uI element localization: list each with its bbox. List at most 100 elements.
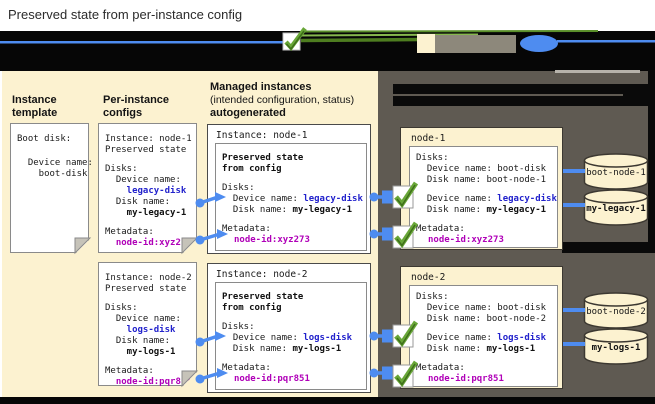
disk-name-value: my-legacy-1 bbox=[292, 205, 353, 215]
config-line: Instance: node-2 bbox=[105, 273, 192, 283]
column-header-managed-instances: Managed instances (intended configuratio… bbox=[210, 81, 378, 120]
managed-line: Disks: bbox=[222, 183, 255, 193]
header-line: configs bbox=[103, 107, 143, 119]
config-line: Metadata: bbox=[105, 366, 154, 376]
spacer bbox=[416, 186, 557, 194]
disk-name-value: my-legacy-1 bbox=[105, 208, 187, 218]
device-name-value: boot-disk bbox=[497, 303, 547, 313]
disk-name-value: my-logs-1 bbox=[105, 347, 176, 357]
managed-instance-node-1: Instance: node-1 Preserved state from co… bbox=[207, 124, 371, 254]
disk-cylinder-label: boot-node-2 bbox=[586, 307, 646, 317]
disk-cylinder-label: my-legacy-1 bbox=[586, 204, 646, 214]
config-line: Instance: node-1 bbox=[105, 134, 192, 144]
preserved-state-box: Preserved state from config Disks: Devic… bbox=[215, 282, 367, 390]
per-instance-config-node-1: Instance: node-1 Preserved state Disks: … bbox=[98, 123, 197, 253]
per-instance-config-node-2: Instance: node-2 Preserved state Disks: … bbox=[98, 262, 197, 387]
right-edge-redacted-column bbox=[648, 70, 655, 252]
spacer bbox=[416, 355, 557, 363]
device-name-value: legacy-disk bbox=[303, 194, 363, 204]
vm-panel-top-edge-line bbox=[555, 70, 640, 73]
config-line: Device name: bbox=[105, 175, 181, 185]
vm-line: Disks: bbox=[416, 153, 449, 163]
managed-line: Device name: logs-disk bbox=[222, 333, 353, 343]
managed-line: Disks: bbox=[222, 322, 255, 332]
template-line: Boot disk: bbox=[17, 134, 72, 144]
header-line: Instance bbox=[12, 94, 57, 106]
metadata-value: node-id:xyz273 bbox=[234, 235, 310, 245]
spacer bbox=[416, 325, 557, 333]
vm-panel-header-redacted-line1 bbox=[393, 84, 645, 94]
spacer bbox=[222, 175, 366, 183]
preserved-state-line: Preserved state bbox=[222, 153, 304, 163]
vm-line: Disk name: boot-node-2 bbox=[416, 314, 547, 324]
instance-template-box: Boot disk: Device name: boot-disk bbox=[10, 123, 93, 253]
header-line: autogenerated bbox=[210, 107, 286, 119]
vm-instance-title: node-1 bbox=[411, 133, 446, 144]
metadata-value: node-id:pqr851 bbox=[234, 374, 310, 384]
vm-line: Device name: logs-disk bbox=[416, 333, 547, 343]
template-line: Device name: bbox=[17, 158, 93, 168]
managed-instance-node-2: Instance: node-2 Preserved state from co… bbox=[207, 263, 371, 393]
bottom-bar bbox=[0, 397, 655, 404]
spacer bbox=[105, 358, 196, 366]
vm-config-box: Disks: Device name: boot-disk Disk name:… bbox=[409, 146, 558, 248]
managed-line: Metadata: bbox=[222, 224, 271, 234]
vm-line: Device name: legacy-disk bbox=[416, 194, 557, 204]
vm-panel-redacted-band bbox=[562, 242, 655, 253]
vm-line: Disk name: my-legacy-1 bbox=[416, 205, 547, 215]
disk-name-value: boot-node-1 bbox=[486, 175, 547, 185]
disk-name-value: boot-node-2 bbox=[486, 314, 547, 324]
diagram-title: Preserved state from per-instance config bbox=[8, 7, 243, 22]
config-line: Disk name: bbox=[105, 197, 171, 207]
preserved-state-line: from config bbox=[222, 303, 282, 313]
header-line: Per-instance bbox=[103, 94, 170, 106]
managed-line: Metadata: bbox=[222, 363, 271, 373]
vm-panel-header-redacted-line2 bbox=[393, 96, 630, 106]
device-name-value: legacy-disk bbox=[105, 186, 187, 196]
preserved-state-line: Preserved state bbox=[222, 292, 304, 302]
spacer bbox=[222, 314, 366, 322]
metadata-value: node-id:pqr851 bbox=[105, 377, 192, 387]
vm-line: Disk name: my-logs-1 bbox=[416, 344, 536, 354]
header-line: Managed instances bbox=[210, 81, 312, 93]
spacer bbox=[105, 156, 196, 164]
disk-name-value: my-logs-1 bbox=[486, 344, 536, 354]
legend-strip bbox=[0, 31, 655, 71]
managed-line: Disk name: my-legacy-1 bbox=[222, 205, 353, 215]
vm-line: Disks: bbox=[416, 292, 449, 302]
vm-line: Metadata: bbox=[416, 224, 465, 234]
spacer bbox=[105, 219, 196, 227]
config-line: Preserved state bbox=[105, 284, 187, 294]
config-line: Device name: bbox=[105, 314, 181, 324]
vm-panel-header-redacted-blob bbox=[623, 84, 655, 106]
config-line: Disk name: bbox=[105, 336, 171, 346]
disk-cylinder-label: boot-node-1 bbox=[586, 168, 646, 178]
disk-name-value: my-logs-1 bbox=[292, 344, 342, 354]
vm-line: Device name: boot-disk bbox=[416, 303, 547, 313]
spacer bbox=[17, 145, 88, 158]
device-name-value: legacy-disk bbox=[497, 194, 557, 204]
spacer bbox=[416, 216, 557, 224]
managed-line: Device name: legacy-disk bbox=[222, 194, 363, 204]
metadata-value: node-id:xyz273 bbox=[428, 235, 504, 245]
header-line: template bbox=[12, 107, 58, 119]
preserved-state-line: from config bbox=[222, 164, 282, 174]
config-line: Disks: bbox=[105, 164, 138, 174]
spacer bbox=[222, 216, 366, 224]
preserved-state-box: Preserved state from config Disks: Devic… bbox=[215, 143, 367, 251]
disk-name-value: my-legacy-1 bbox=[486, 205, 547, 215]
metadata-value: node-id:xyz273 bbox=[105, 238, 192, 248]
vm-instance-node-1: node-1 Disks: Device name: boot-disk Dis… bbox=[400, 127, 563, 250]
vm-line: Device name: boot-disk bbox=[416, 164, 547, 174]
device-name-value: logs-disk bbox=[497, 333, 547, 343]
spacer bbox=[222, 355, 366, 363]
managed-instance-title: Instance: node-2 bbox=[216, 269, 308, 280]
config-line: Metadata: bbox=[105, 227, 154, 237]
disk-cylinder-label: my-logs-1 bbox=[591, 343, 641, 353]
metadata-value: node-id:pqr851 bbox=[428, 374, 504, 384]
vm-instance-node-2: node-2 Disks: Device name: boot-disk Dis… bbox=[400, 266, 563, 389]
managed-instance-title: Instance: node-1 bbox=[216, 130, 308, 141]
config-line: Disks: bbox=[105, 303, 138, 313]
device-name-value: logs-disk bbox=[303, 333, 353, 343]
